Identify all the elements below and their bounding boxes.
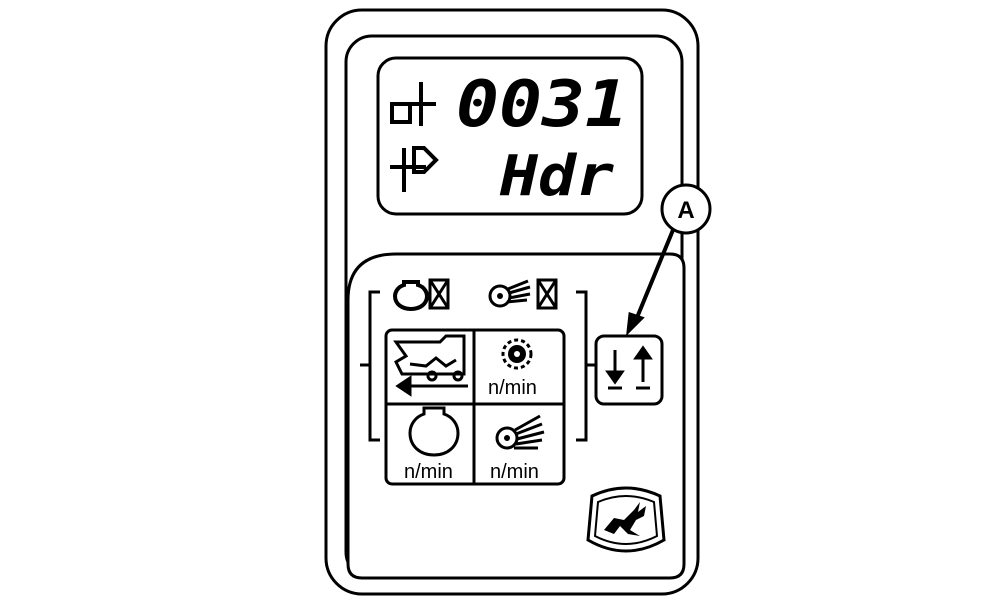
- raise-lower-button[interactable]: [594, 334, 664, 406]
- lcd-line1-value: 0031: [456, 68, 628, 142]
- feederhouse-reverse-cell[interactable]: [388, 332, 472, 402]
- fan-speed-cell[interactable]: n/min: [476, 406, 562, 483]
- engine-icon: [408, 406, 460, 457]
- raise-lower-arrows-icon: [605, 345, 653, 390]
- callout-leader-line: [634, 229, 675, 321]
- lcd-display: 0031 Hdr: [376, 56, 644, 216]
- callout-a: A: [626, 183, 712, 337]
- cutterhead-icon: [501, 338, 533, 370]
- fan-blower-icon: [495, 414, 545, 450]
- cutterhead-speed-unit: n/min: [488, 377, 537, 399]
- engine-speed-cell[interactable]: n/min: [388, 406, 472, 483]
- fan-speed-unit: n/min: [490, 461, 539, 483]
- square-crosshair-icon: [390, 82, 436, 126]
- speed-selector-grid: [384, 328, 566, 486]
- feederhouse-reverse-icon: [393, 334, 468, 397]
- cutterhead-cell[interactable]: n/min: [476, 332, 562, 402]
- lcd-frame: [376, 56, 644, 216]
- bracket-right: [576, 290, 596, 442]
- header-flag-crosshair-icon: [390, 146, 439, 192]
- bracket-left: [360, 290, 380, 442]
- callout-label: A: [677, 197, 694, 224]
- leaping-deer-logo: [586, 486, 666, 553]
- callout-arrowhead: [626, 311, 645, 337]
- callout-circle: [660, 183, 712, 235]
- fan-off-icon: [488, 278, 558, 310]
- engine-off-icon: [392, 278, 450, 312]
- engine-speed-unit: n/min: [404, 461, 453, 483]
- lcd-line2-value: Hdr: [499, 144, 614, 209]
